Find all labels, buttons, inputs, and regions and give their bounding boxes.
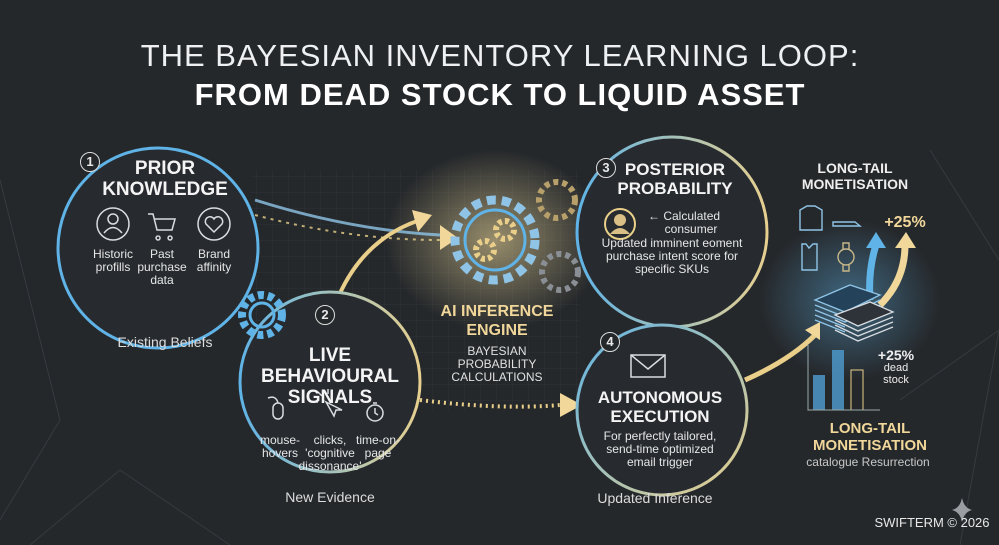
step-number-3: 3 — [596, 158, 616, 178]
tanktop-icon — [801, 243, 818, 271]
sparkle-icon — [952, 498, 972, 522]
step4-description: For perfectly tailored,send-time optimiz… — [603, 429, 717, 469]
footer-brand: SWIFTERM © 2026 — [874, 515, 990, 530]
network-lines — [0, 149, 999, 545]
gold-up-arrow — [877, 244, 909, 308]
step2-item: mouse-hovers — [259, 433, 301, 460]
title-line-2: FROM DEAD STOCK TO LIQUID ASSET — [194, 77, 806, 112]
step4-caption: Updated Inference — [597, 490, 713, 506]
step2-item: time-on-page — [355, 433, 401, 460]
gear-icon — [238, 291, 286, 339]
behavioural-signals-circle — [238, 290, 422, 474]
prior-knowledge-circle — [56, 146, 260, 350]
autonomous-execution-circle — [575, 323, 749, 497]
watch-icon — [837, 242, 855, 272]
heart-icon — [197, 207, 231, 241]
cart-icon — [148, 213, 176, 241]
flow-arrow-1 — [254, 198, 441, 237]
flow-arrow-4 — [743, 333, 817, 383]
flow-arrow-3 — [419, 398, 561, 409]
shoe-icon — [832, 221, 862, 227]
step2-caption: New Evidence — [285, 489, 375, 505]
step-number-2: 2 — [315, 305, 335, 325]
title-line-1: THE BAYESIAN INVENTORY LEARNING LOOP: — [140, 38, 860, 73]
uplift-percent: +25% — [884, 214, 926, 231]
user-icon — [96, 207, 130, 241]
bar-chart-icon — [807, 345, 880, 411]
step-number-1: 1 — [80, 152, 100, 172]
cursor-click-icon — [313, 389, 343, 418]
step1-caption: Existing Beliefs — [117, 334, 213, 350]
envelope-icon — [630, 354, 666, 378]
catalogue-resurrection: catalogue Resurrection — [806, 455, 930, 469]
consumer-avatar-icon — [604, 208, 636, 240]
stopwatch-icon — [366, 404, 384, 422]
money-stack-icon — [813, 284, 895, 342]
step-number-4: 4 — [600, 332, 620, 352]
engine-gears-icon — [450, 179, 581, 293]
shirt-icon — [799, 205, 823, 231]
